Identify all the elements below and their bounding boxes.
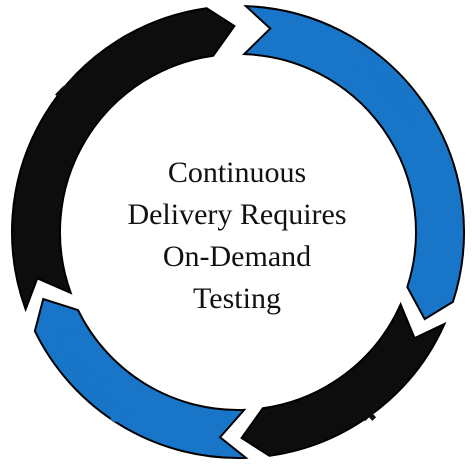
center-line-1: Continuous [168, 156, 306, 189]
cycle-arrow-test [240, 301, 447, 457]
cycle-arrow-develop [11, 7, 236, 313]
cycle-arrow-build [241, 5, 465, 321]
center-line-4: Testing [193, 282, 281, 315]
center-line-3: On-Demand [163, 240, 311, 273]
center-line-2: Delivery Requires [127, 198, 346, 231]
center-text: Continuous Delivery Requires On-Demand T… [127, 156, 346, 315]
cycle-arrow-deploy [33, 297, 249, 459]
